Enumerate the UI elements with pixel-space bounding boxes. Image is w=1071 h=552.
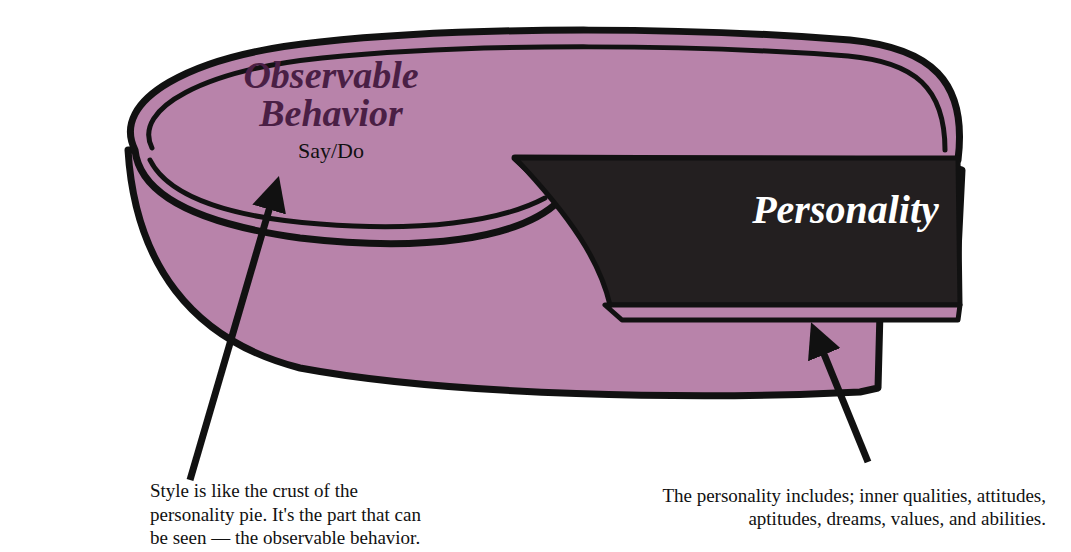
part-title: Personality xyxy=(738,188,953,232)
cut-slice: Personality xyxy=(738,188,953,232)
leader-arrow xyxy=(815,332,868,462)
part-title: Observable Behavior xyxy=(215,56,447,132)
leader-arrow xyxy=(190,186,276,480)
part-subtitle: Say/Do xyxy=(215,138,447,164)
callout-note: The personality includes; inner qualitie… xyxy=(628,484,1046,530)
crust-surface: Observable BehaviorSay/Do xyxy=(215,56,447,164)
callout-note: Style is like the crust of the personali… xyxy=(150,479,440,549)
